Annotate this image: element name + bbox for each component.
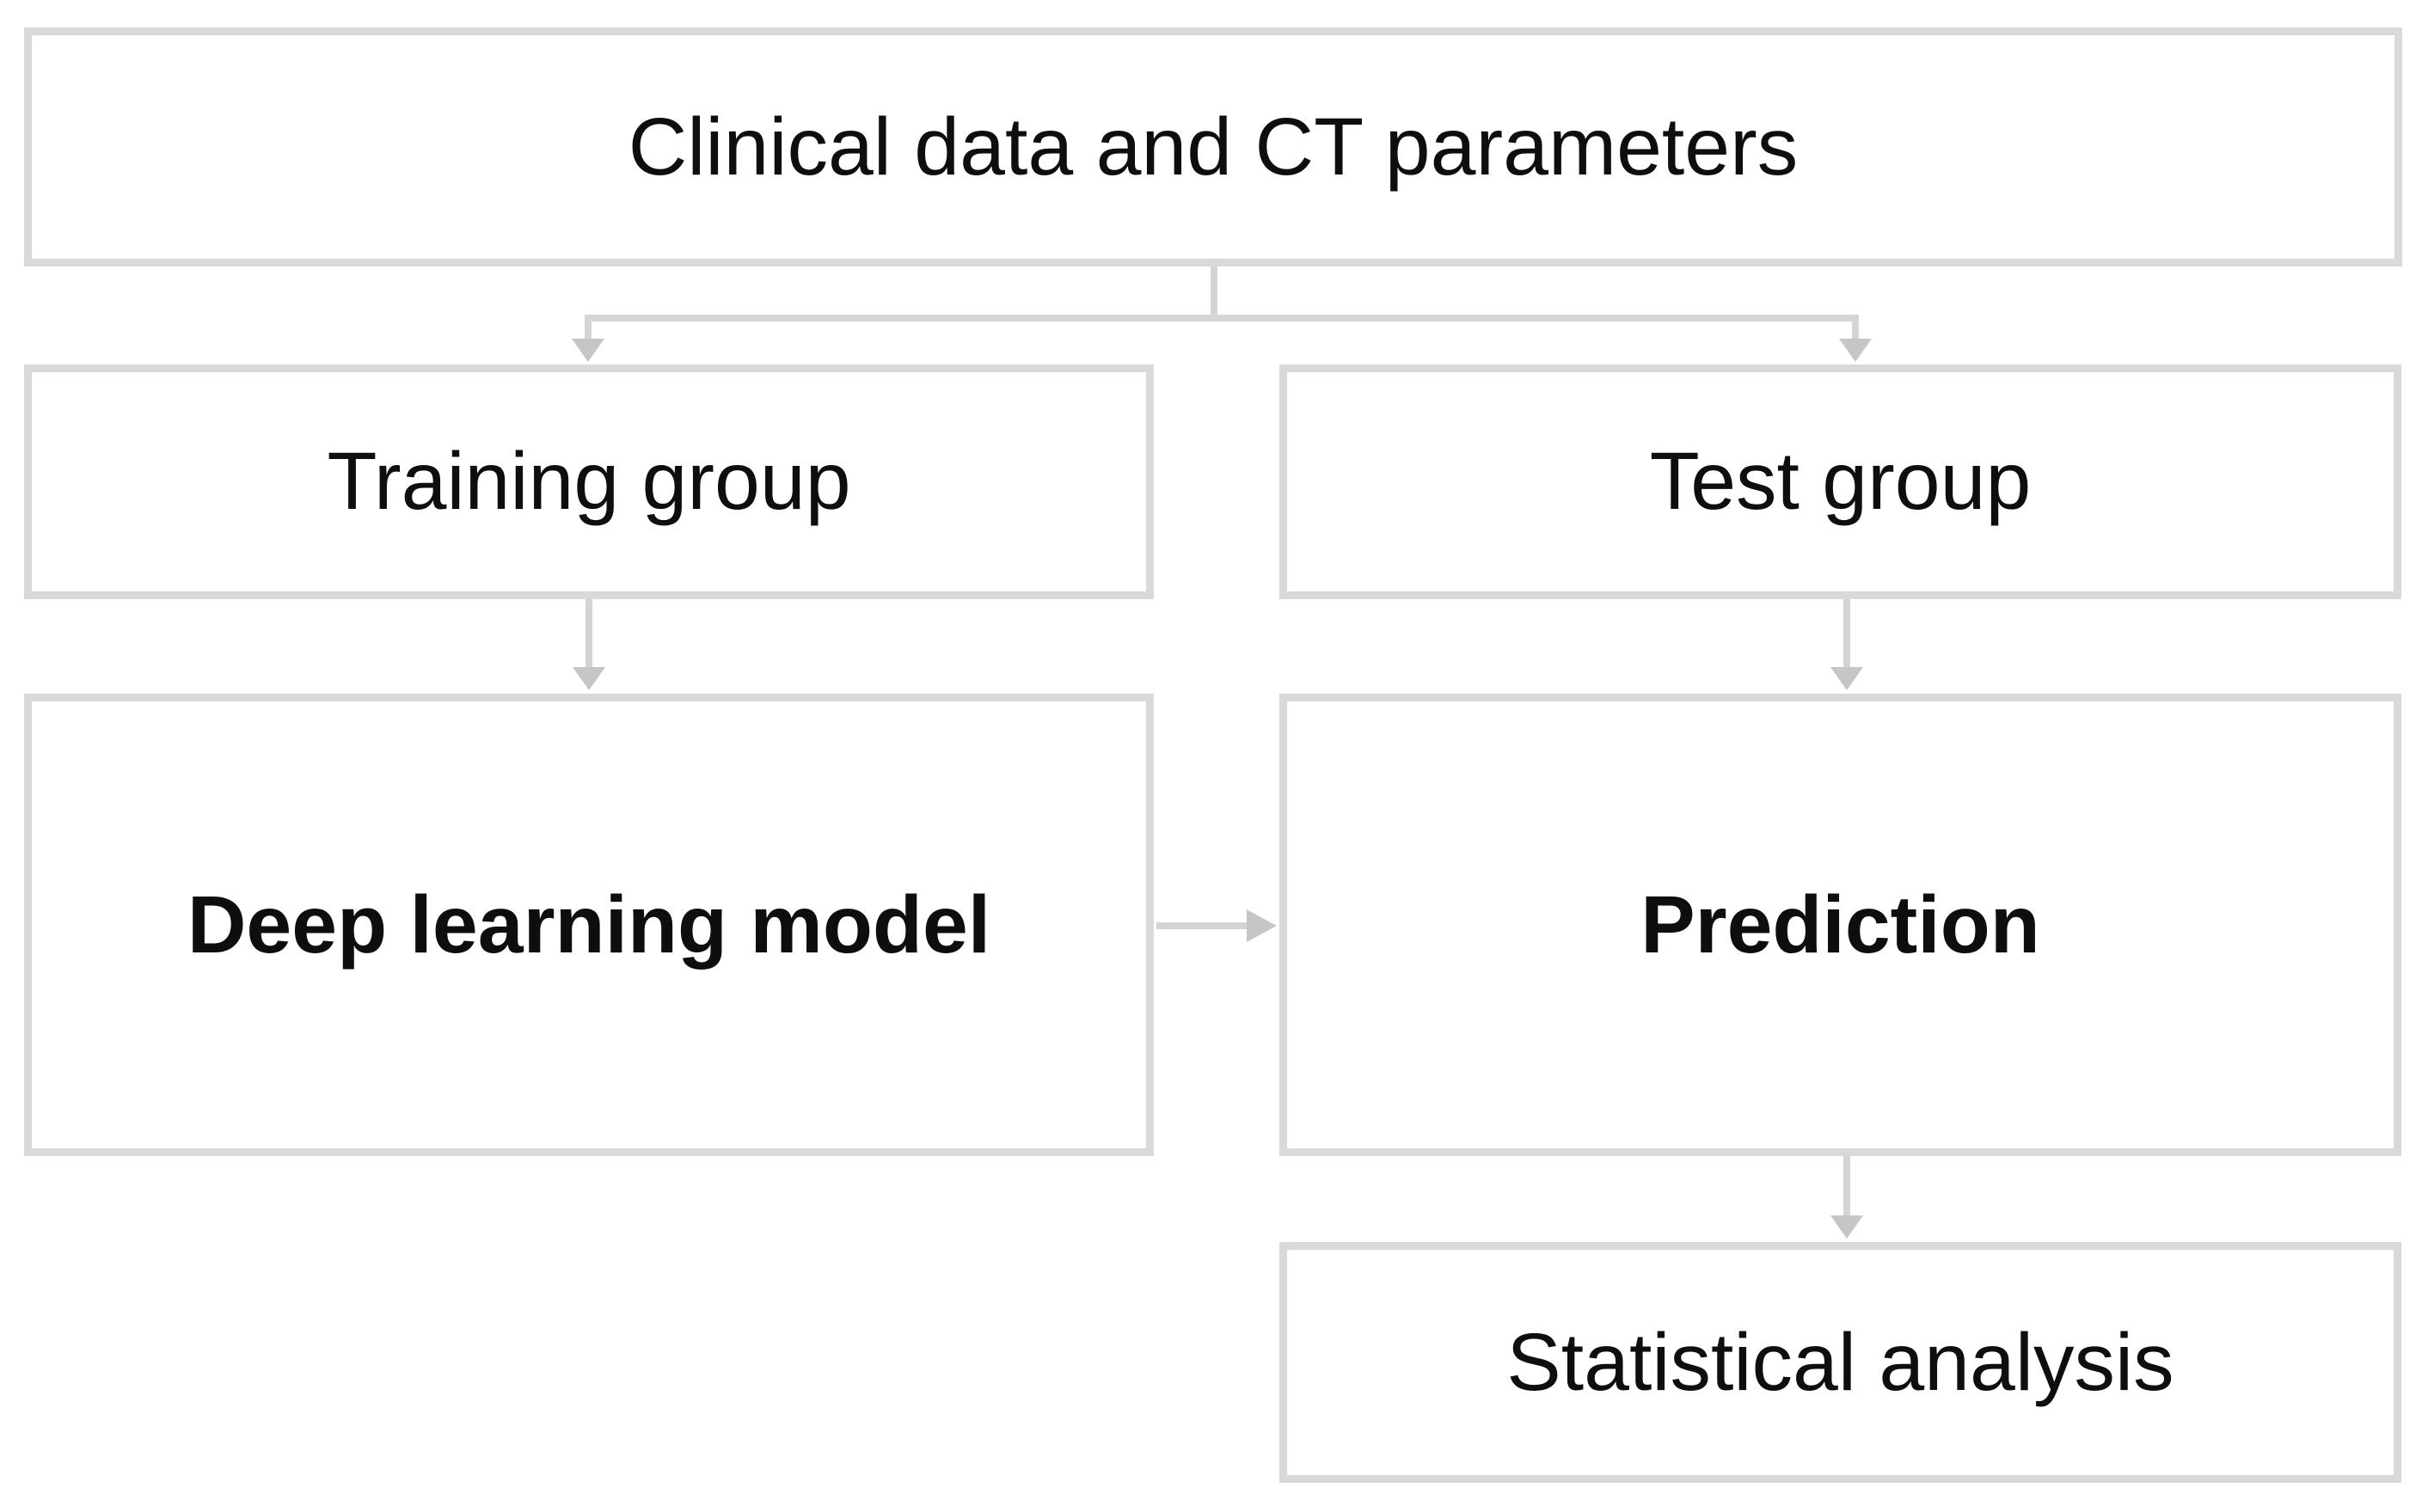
node-statistical-analysis: Statistical analysis	[1279, 1242, 2401, 1483]
edge-dlm-to-prediction	[1156, 909, 1277, 942]
node-test-group-label: Test group	[1649, 436, 2032, 527]
node-prediction: Prediction	[1279, 694, 2401, 1156]
edge-training-to-dlm	[573, 599, 605, 690]
edge-prediction-to-stat	[1830, 1156, 1863, 1239]
arrowhead-to-prediction-left	[1247, 909, 1277, 942]
node-deep-learning-model-label: Deep learning model	[187, 878, 991, 970]
node-statistical-analysis-label: Statistical analysis	[1506, 1316, 2174, 1408]
arrowhead-to-stat	[1830, 1215, 1863, 1239]
node-test-group: Test group	[1279, 364, 2401, 599]
node-clinical-data-label: Clinical data and CT parameters	[628, 101, 1799, 193]
node-deep-learning-model: Deep learning model	[24, 694, 1154, 1156]
arrowhead-to-prediction-top	[1830, 667, 1863, 690]
node-training-group: Training group	[24, 364, 1154, 599]
arrowhead-to-dlm	[573, 667, 605, 690]
node-prediction-label: Prediction	[1640, 878, 2040, 970]
node-clinical-data: Clinical data and CT parameters	[24, 28, 2402, 266]
node-training-group-label: Training group	[327, 436, 851, 527]
arrowhead-to-training-group	[572, 339, 604, 362]
edge-test-to-prediction	[1830, 599, 1863, 690]
arrowhead-to-test-group	[1839, 339, 1872, 362]
edge-clinical-to-groups	[572, 265, 1872, 362]
